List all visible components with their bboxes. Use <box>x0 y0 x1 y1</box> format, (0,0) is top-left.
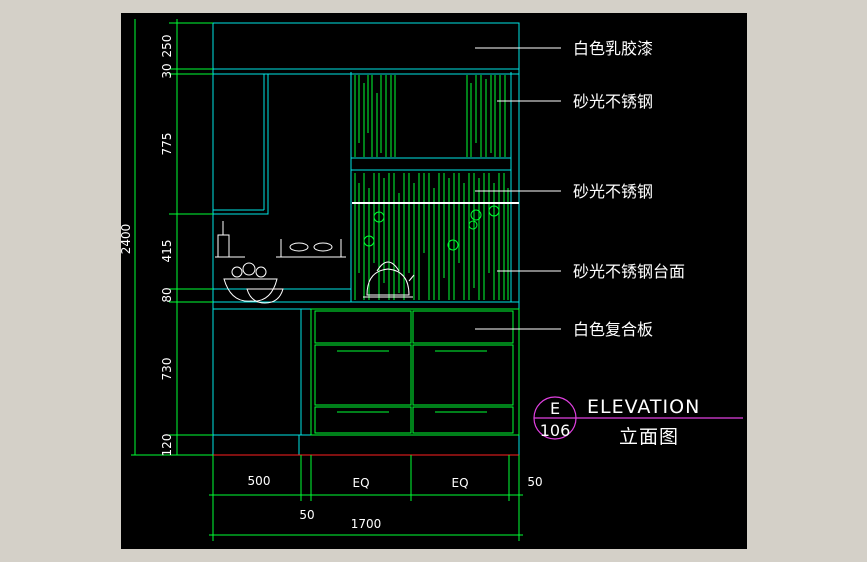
dim-730: 730 <box>160 358 174 381</box>
section-code-top: E <box>550 399 560 418</box>
callout-brushed-steel-upper: 砂光不锈钢 <box>573 92 653 111</box>
section-code-bottom: 106 <box>540 421 571 440</box>
upper-cabinet <box>212 73 269 215</box>
dim-50-bottom: 50 <box>299 508 314 522</box>
dim-eq-left: EQ <box>352 476 369 490</box>
elevation-title-block: E 106 ELEVATION 立面图 <box>533 396 743 448</box>
dim-50-right: 50 <box>527 475 542 489</box>
callout-brushed-steel-countertop: 砂光不锈钢台面 <box>573 262 685 281</box>
counter-objects <box>215 221 346 304</box>
lower-drawers <box>310 308 520 436</box>
dim-500: 500 <box>248 474 271 488</box>
cad-drawing-canvas: 250 30 775 415 80 730 120 2400 500 EQ EQ… <box>121 13 747 549</box>
cabinet-outline <box>212 22 520 456</box>
horizontal-dimension-lines <box>209 455 523 541</box>
kettle <box>363 261 415 298</box>
elevation-drawing: 250 30 775 415 80 730 120 2400 500 EQ EQ… <box>121 19 743 541</box>
dim-30: 30 <box>160 63 174 78</box>
elevation-subtitle: 立面图 <box>619 426 679 448</box>
vertical-dimension-lines <box>131 19 213 456</box>
dim-total-height: 2400 <box>121 224 133 255</box>
dim-total-width: 1700 <box>351 517 382 531</box>
elevation-title: ELEVATION <box>587 396 700 418</box>
dim-80: 80 <box>160 287 174 302</box>
hanging-utensils <box>363 205 500 251</box>
dim-eq-right: EQ <box>451 476 468 490</box>
dim-250: 250 <box>160 35 174 58</box>
dim-775: 775 <box>160 133 174 156</box>
callout-leaders <box>475 47 561 330</box>
dim-415: 415 <box>160 240 174 263</box>
stainless-hatch <box>354 75 509 300</box>
callout-brushed-steel-backsplash: 砂光不锈钢 <box>573 182 653 201</box>
callout-white-composite-board: 白色复合板 <box>573 320 653 339</box>
outer-frame <box>212 22 520 456</box>
dim-120: 120 <box>160 434 174 457</box>
stainless-shelf <box>350 157 512 171</box>
callout-white-latex-paint: 白色乳胶漆 <box>573 39 653 58</box>
